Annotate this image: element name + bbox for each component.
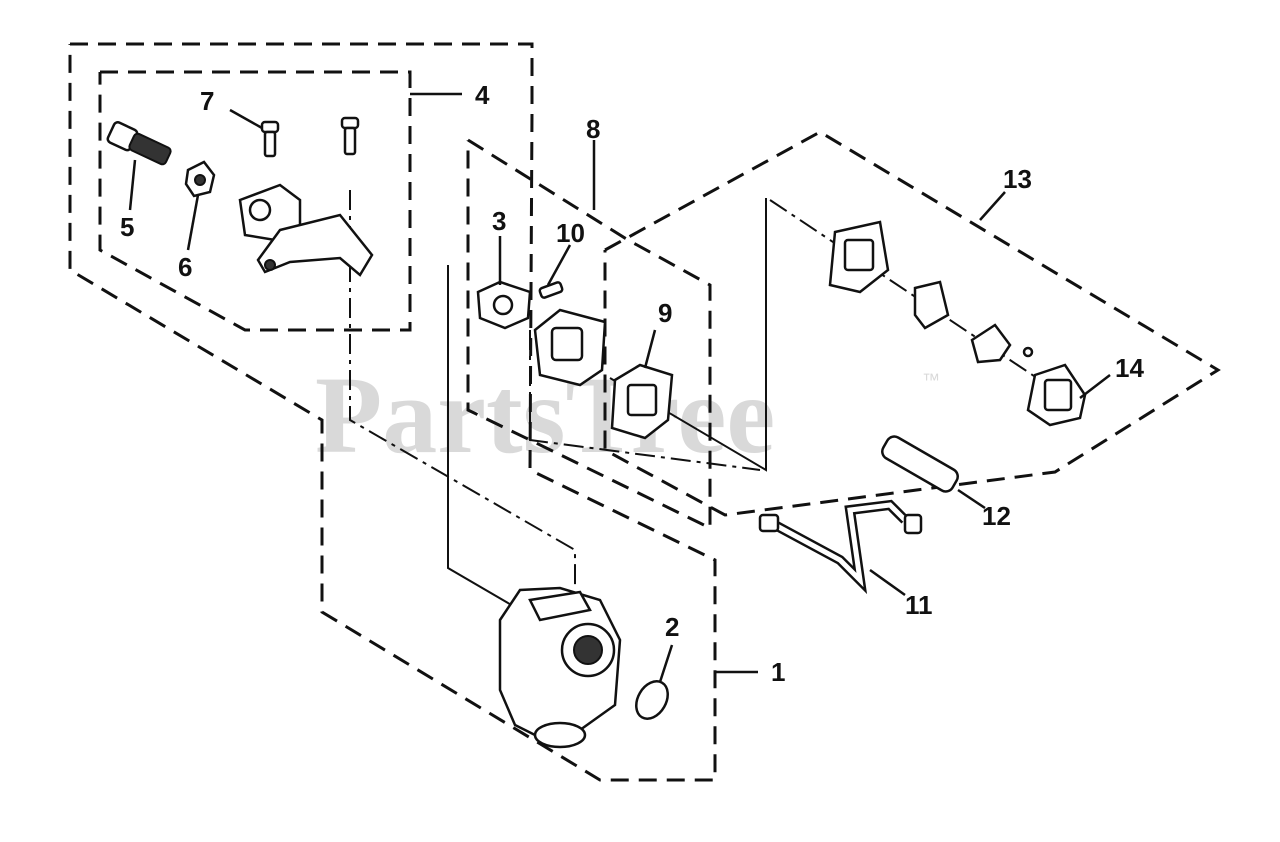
plate-part-8 xyxy=(533,308,607,387)
lever-part-4 xyxy=(238,183,374,277)
leader-9 xyxy=(643,329,657,369)
screw-part-5 xyxy=(106,121,172,166)
leader-13 xyxy=(979,191,1006,221)
gasket-part-9 xyxy=(610,363,674,440)
align-line-1 xyxy=(349,190,576,590)
callout-7: 7 xyxy=(200,86,214,116)
callout-14: 14 xyxy=(1115,353,1144,383)
plate-part-13a xyxy=(828,220,890,294)
leader-5 xyxy=(128,159,137,211)
callout-9: 9 xyxy=(658,298,672,328)
group-4-outline xyxy=(98,70,412,332)
group-13-outline xyxy=(603,130,1221,517)
diaphragm-part-3 xyxy=(476,280,532,330)
callout-5: 5 xyxy=(120,212,134,242)
watermark-tm: ™ xyxy=(922,370,940,390)
callout-13: 13 xyxy=(1003,164,1032,194)
callout-1: 1 xyxy=(771,657,785,687)
nut-part-6 xyxy=(184,160,216,198)
leader-7 xyxy=(229,108,263,130)
group-1-outline xyxy=(68,42,717,782)
screw-part-7 xyxy=(260,116,360,158)
leader-6 xyxy=(186,194,200,251)
cap-part-2 xyxy=(635,680,669,720)
leader-14 xyxy=(1079,374,1111,399)
align-line-2 xyxy=(447,265,521,611)
filter-part-12 xyxy=(881,435,959,493)
fuel-line-part-11 xyxy=(758,499,923,595)
leader-2 xyxy=(658,644,674,683)
carburetor-body-part-1 xyxy=(498,586,622,749)
callout-6: 6 xyxy=(178,252,192,282)
pin-part-10 xyxy=(538,281,564,299)
leader-10 xyxy=(546,244,572,286)
valve-part-13c xyxy=(970,323,1034,364)
leader-12 xyxy=(957,488,986,510)
callout-11: 11 xyxy=(905,590,933,620)
group-8-outline xyxy=(466,138,712,531)
callout-2: 2 xyxy=(665,612,679,642)
gasket-part-14 xyxy=(1026,363,1087,427)
callout-10: 10 xyxy=(556,218,585,248)
callout-8: 8 xyxy=(586,114,600,144)
spacer-part-13b xyxy=(913,280,950,330)
leader-11 xyxy=(869,568,906,597)
callout-12: 12 xyxy=(982,501,1011,531)
callout-4: 4 xyxy=(475,80,490,110)
callout-3: 3 xyxy=(492,206,506,236)
align-line-3 xyxy=(529,330,761,471)
